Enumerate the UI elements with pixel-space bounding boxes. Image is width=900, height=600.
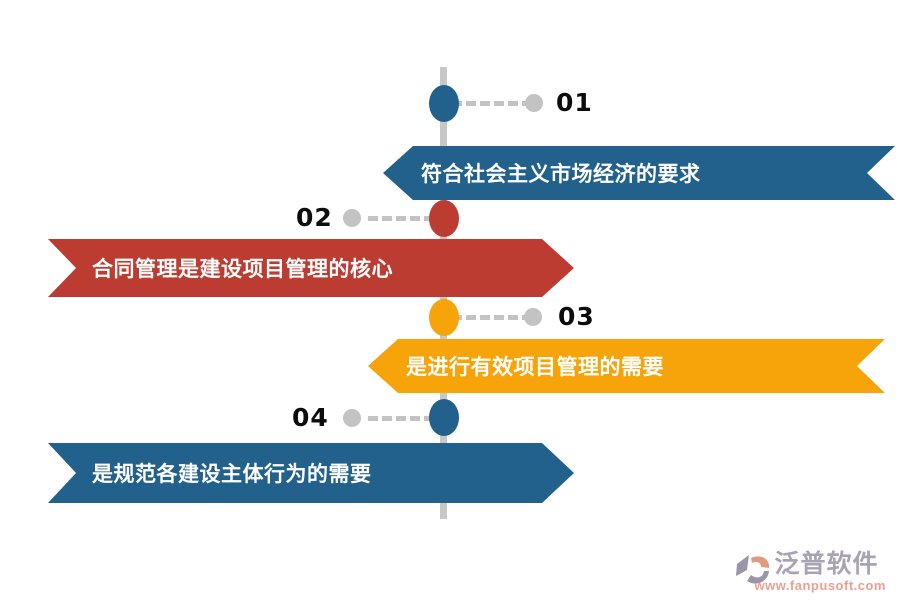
step-label-03: 是进行有效项目管理的需要 — [406, 356, 664, 379]
timeline-node-03 — [429, 299, 459, 336]
step-banner-04: 是规范各建设主体行为的需要 — [48, 443, 574, 503]
step-number-03: 03 — [558, 302, 595, 331]
step-number-01: 01 — [556, 88, 593, 117]
step-banner-03: 是进行有效项目管理的需要 — [368, 339, 885, 393]
connector-endpoint-dot-04 — [343, 409, 361, 427]
connector-endpoint-dot-02 — [343, 209, 361, 227]
timeline-node-04 — [429, 399, 459, 436]
step-number-02: 02 — [296, 203, 333, 232]
brand-name: 泛普软件 — [774, 550, 879, 578]
dashed-connector-03 — [452, 315, 532, 320]
step-number-04: 04 — [292, 403, 329, 432]
brand-logo: 泛普软件 www.fanpusoft.com — [736, 552, 886, 592]
connector-endpoint-dot-01 — [525, 94, 543, 112]
dashed-connector-02 — [368, 216, 448, 221]
timeline-node-01 — [429, 85, 459, 122]
brand-url: www.fanpusoft.com — [754, 578, 886, 593]
step-label-04: 是规范各建设主体行为的需要 — [92, 463, 372, 486]
fanpu-logo-icon — [736, 555, 770, 584]
step-label-01: 符合社会主义市场经济的要求 — [421, 163, 701, 186]
dashed-connector-04 — [368, 416, 448, 421]
connector-endpoint-dot-03 — [524, 308, 542, 326]
timeline-node-02 — [429, 200, 459, 237]
step-label-02: 合同管理是建设项目管理的核心 — [92, 258, 393, 281]
dashed-connector-01 — [452, 101, 532, 106]
step-banner-01: 符合社会主义市场经济的要求 — [383, 146, 895, 200]
step-banner-02: 合同管理是建设项目管理的核心 — [48, 239, 574, 297]
